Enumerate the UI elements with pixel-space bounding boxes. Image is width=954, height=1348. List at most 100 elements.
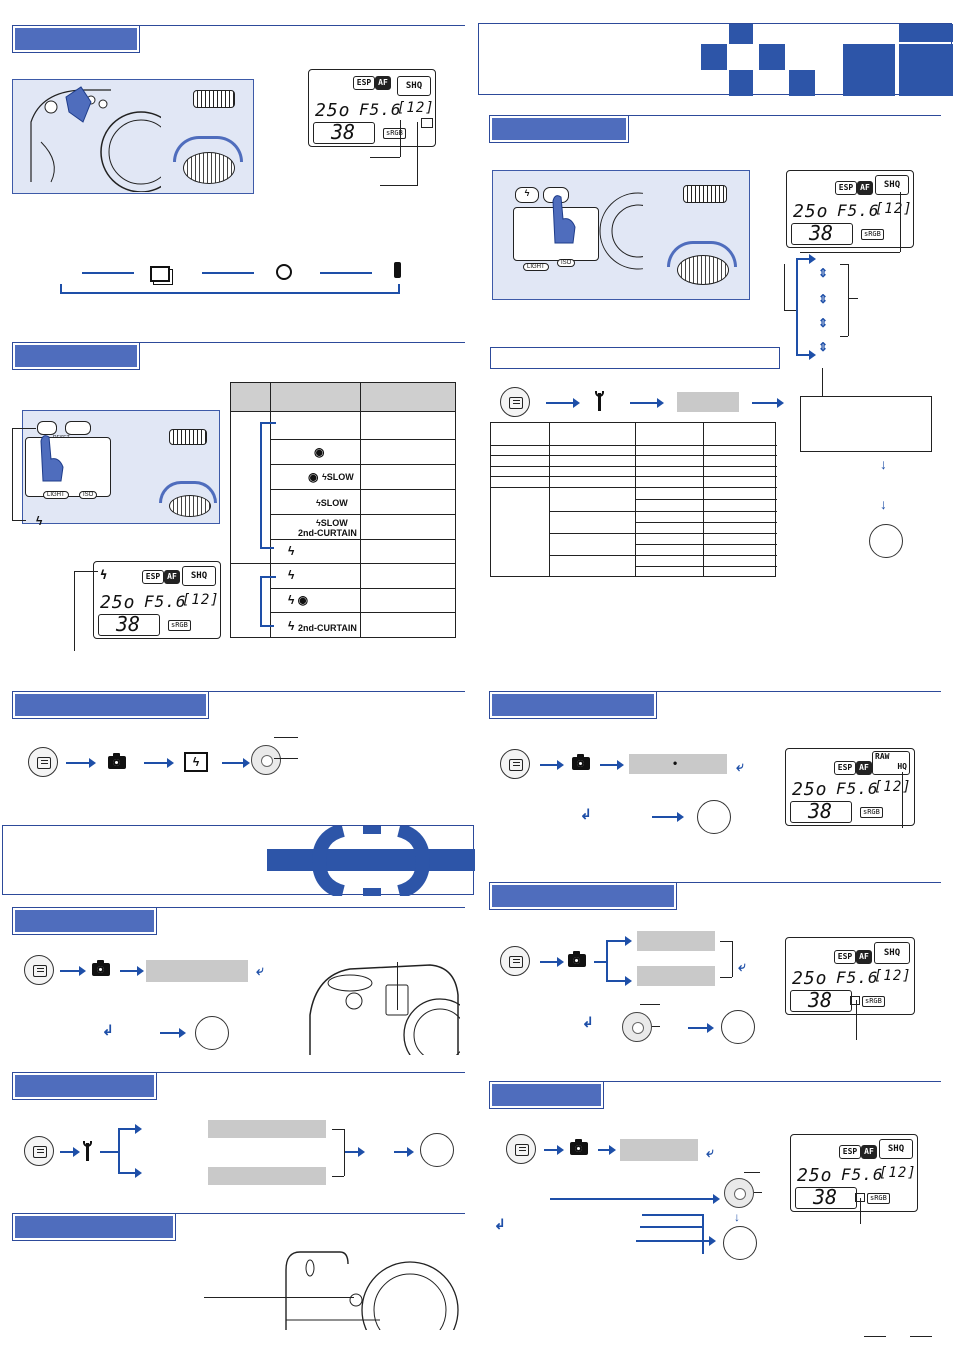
exp-comp-illustration-panel: ϟ LIGHT ISO	[492, 170, 750, 300]
flash-bracket-bottom	[12, 520, 26, 521]
quality-chip-r1: SHQ	[875, 175, 909, 195]
lcd-shots-box-r1	[791, 223, 853, 245]
option-box-r3-2[interactable]	[637, 966, 715, 986]
exposure-comp-button	[65, 421, 91, 435]
option-box-s5-1[interactable]	[208, 1120, 326, 1138]
split-r3	[594, 961, 608, 963]
esp-chip-r2: ESP	[834, 761, 856, 775]
arrow-fc-1	[66, 758, 96, 768]
remote-icon	[394, 262, 401, 278]
row-div-2	[270, 464, 456, 465]
lcd-shots-r2: 38	[808, 799, 833, 823]
second-curtain-r5: 2nd-CURTAIN	[298, 528, 357, 538]
arrow-r1-2	[630, 398, 664, 408]
ok-button-r1[interactable]	[869, 524, 903, 558]
menu-button-r4[interactable]	[506, 1134, 536, 1164]
leader-r4-right	[754, 1192, 762, 1193]
quality-chip-r2: RAW HQ	[872, 751, 910, 775]
camera-icon-r2	[572, 754, 590, 770]
menu-button-r3[interactable]	[500, 946, 530, 976]
lcd-buffer-r2: [12]	[874, 779, 912, 795]
quality-step-1: ⇕	[818, 266, 829, 280]
section-bar-r4	[489, 1081, 604, 1109]
esp-chip: ESP	[353, 76, 375, 90]
quality-brace-top	[840, 264, 848, 265]
dpad-fc[interactable]	[251, 745, 281, 775]
lcd-shots-box-r4	[795, 1187, 857, 1209]
bracket-r3-v	[732, 941, 733, 977]
menu-item-box-s4[interactable]	[146, 960, 248, 982]
banner-sq-1	[729, 24, 753, 44]
cycle-return-left	[60, 284, 62, 294]
section-bar-r3	[489, 882, 677, 910]
qt-row-8	[635, 522, 777, 523]
sequential-icon-lcd	[421, 118, 433, 128]
menu-button-fc[interactable]	[28, 747, 58, 777]
lcd-shots-r1: 38	[809, 221, 834, 245]
slow-label-r3: SLOW	[326, 472, 354, 482]
flash-illustration-panel: RESET LIGHT ISO	[22, 410, 220, 524]
row-div-7	[270, 612, 456, 613]
arrow-fc-3	[222, 758, 250, 768]
slow-label-r4: SLOW	[320, 498, 348, 508]
lcd-shutter-r4: 25o	[797, 1165, 833, 1186]
camera-front-illustration	[309, 964, 460, 1055]
ok-button-r4[interactable]	[723, 1226, 757, 1260]
option-box-r3-1[interactable]	[637, 931, 715, 951]
raw-label: RAW	[875, 752, 890, 761]
leader-line-1v	[400, 120, 401, 157]
section-bar-flash	[12, 342, 140, 370]
quality-brace-bottom	[840, 336, 848, 337]
quality-dot: •	[673, 756, 678, 770]
lcd-shutter-r2: 25o	[792, 779, 828, 800]
qt-row-5	[491, 487, 777, 488]
dpad-r3[interactable]	[622, 1012, 652, 1042]
section-banner-right	[478, 23, 953, 96]
cycle-arrow-2	[202, 272, 254, 274]
dpad-r4[interactable]	[724, 1178, 754, 1208]
red-eye-icon-r2: ◉	[314, 445, 325, 459]
ok-button-s5[interactable]	[420, 1133, 454, 1167]
section-rule-5	[156, 1072, 465, 1073]
section-rule-flash-comp	[208, 691, 465, 692]
finger-press-r	[552, 195, 576, 244]
lcd-color-space: sRGB	[383, 128, 406, 139]
menu-button-r1[interactable]	[500, 387, 530, 417]
menu-button-s5[interactable]	[24, 1136, 54, 1166]
row-div-4	[270, 514, 456, 515]
lcd-aperture: F5.6	[359, 100, 402, 119]
quality-step-3: ⇕	[818, 316, 829, 330]
section-rule-4	[156, 907, 465, 908]
section-bar-r2	[489, 691, 657, 719]
down-arrow-1: ↓	[880, 456, 887, 472]
cycle-return	[60, 292, 400, 294]
arrow-r3-up	[606, 936, 632, 946]
leader-r4-lcd	[860, 1198, 861, 1224]
leader-r3-right	[652, 1026, 660, 1027]
turn-arrow-r2: ⤶	[736, 758, 744, 774]
cycle-arrow-1	[82, 272, 134, 274]
quality-step-4: ⇕	[818, 340, 829, 354]
option-box-s5-2[interactable]	[208, 1167, 326, 1185]
ok-button-r3[interactable]	[721, 1010, 755, 1044]
menu-item-box-r2[interactable]: •	[629, 754, 727, 774]
ok-button-s4[interactable]	[195, 1016, 229, 1050]
arrow-r2-2	[600, 760, 624, 770]
menu-item-box-r4[interactable]	[620, 1139, 698, 1161]
arrow-r3-1	[540, 957, 564, 967]
lcd-panel-drive: ESP AF SHQ 25o F5.6 [12] 38 sRGB	[308, 69, 436, 147]
turn-arrow-r4: ⤶	[706, 1144, 714, 1160]
section-rule-r4	[603, 1081, 941, 1082]
quality-left-bracket-b	[784, 310, 796, 311]
menu-item-box-r1[interactable]	[677, 392, 739, 412]
menu-button-s4[interactable]	[24, 955, 54, 985]
arrow-s5-1	[60, 1147, 80, 1157]
arrow-s4-3	[160, 1028, 186, 1038]
menu-button-r2[interactable]	[500, 749, 530, 779]
leader-line-1	[370, 157, 400, 158]
esp-chip-r3: ESP	[834, 950, 856, 964]
section-bar-flash-comp	[12, 691, 209, 719]
select-arrow-r2: ↲	[580, 806, 592, 822]
leader-r4-up	[744, 1172, 760, 1173]
ok-button-r2[interactable]	[697, 800, 731, 834]
